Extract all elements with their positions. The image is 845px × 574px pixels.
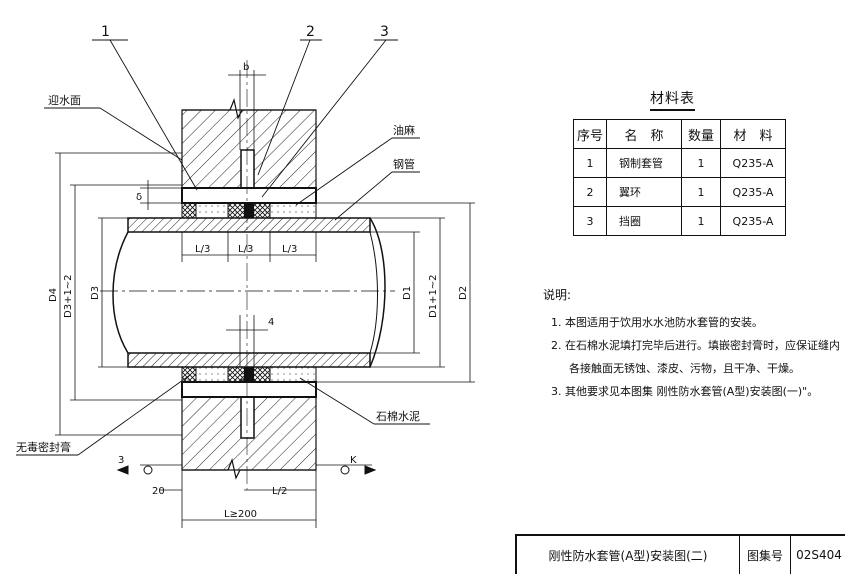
section-k-label: K bbox=[350, 455, 357, 466]
dim-d1-12: D1+1~2 bbox=[428, 274, 439, 318]
steel-pipe bbox=[100, 60, 395, 490]
cell-qty: 1 bbox=[681, 177, 721, 207]
cell-index: 3 bbox=[573, 206, 607, 236]
col-index: 序号 bbox=[573, 119, 607, 149]
cell-index: 2 bbox=[573, 177, 607, 207]
dim-4: 4 bbox=[268, 317, 274, 328]
table-row: 2 翼环 1 Q235-A bbox=[573, 177, 786, 207]
dim-d4: D4 bbox=[48, 288, 59, 302]
note-item: 3. 其他要求见本图集 刚性防水套管(A型)安装图(一)"。 bbox=[551, 385, 819, 398]
dim-l3-3: L/3 bbox=[282, 244, 297, 255]
note-item: 1. 本图适用于饮用水水池防水套管的安装。 bbox=[551, 316, 763, 329]
title-block: 刚性防水套管(A型)安装图(二) 图集号 02S404 bbox=[515, 534, 845, 574]
cell-name: 钢制套管 bbox=[606, 148, 682, 178]
callout-2: 2 bbox=[306, 24, 315, 40]
table-header-row: 序号 名 称 数量 材 料 bbox=[573, 119, 786, 149]
dim-d2: D2 bbox=[458, 286, 469, 300]
dim-d3-12: D3+1~2 bbox=[63, 274, 74, 318]
dim-20: 20 bbox=[152, 486, 165, 497]
callout-3: 3 bbox=[380, 24, 389, 40]
col-name: 名 称 bbox=[606, 119, 682, 149]
dim-l2: L/2 bbox=[272, 486, 287, 497]
sleeve-bottom bbox=[181, 366, 317, 398]
note-item: 2. 在石棉水泥填打完毕后进行。填嵌密封膏时，应保证缝内 bbox=[551, 339, 840, 352]
cell-index: 1 bbox=[573, 148, 607, 178]
drawing-title: 刚性防水套管(A型)安装图(二) bbox=[517, 536, 740, 574]
callout-1: 1 bbox=[101, 24, 110, 40]
sleeve-top bbox=[181, 187, 317, 219]
label-sealant: 无毒密封膏 bbox=[16, 440, 71, 454]
dim-d1: D1 bbox=[402, 286, 413, 300]
notes: 说明: 1. 本图适用于饮用水水池防水套管的安装。 2. 在石棉水泥填打完毕后进… bbox=[543, 284, 840, 403]
label-steel-pipe: 钢管 bbox=[393, 157, 415, 171]
dim-delta: δ bbox=[136, 192, 142, 203]
label-oakum: 油麻 bbox=[393, 123, 415, 137]
atlas-label: 图集号 bbox=[740, 536, 791, 574]
materials-table: 序号 名 称 数量 材 料 1 钢制套管 1 Q235-A 2 翼环 1 Q23… bbox=[573, 119, 786, 236]
dim-d3: D3 bbox=[90, 286, 101, 300]
dim-lmin: L≥200 bbox=[224, 509, 257, 520]
cell-name: 翼环 bbox=[606, 177, 682, 207]
label-water-face: 迎水面 bbox=[48, 94, 81, 107]
cell-qty: 1 bbox=[681, 148, 721, 178]
concrete-wall bbox=[181, 97, 317, 480]
dim-l3-1: L/3 bbox=[195, 244, 210, 255]
cell-qty: 1 bbox=[681, 206, 721, 236]
atlas-code: 02S404 bbox=[796, 548, 842, 562]
dim-l3-2: L/3 bbox=[238, 244, 253, 255]
cell-material: Q235-A bbox=[720, 148, 786, 178]
dim-b: b bbox=[243, 62, 249, 73]
col-material: 材 料 bbox=[720, 119, 786, 149]
cell-material: Q235-A bbox=[720, 177, 786, 207]
dimension-lines bbox=[55, 70, 475, 528]
table-row: 1 钢制套管 1 Q235-A bbox=[573, 148, 786, 178]
materials-title: 材料表 bbox=[650, 88, 695, 111]
note-item-continued: 各接触面无锈蚀、漆皮、污物，且干净、干燥。 bbox=[569, 362, 800, 375]
section-3-label: 3 bbox=[118, 455, 124, 466]
notes-heading: 说明: bbox=[543, 288, 572, 302]
cell-material: Q235-A bbox=[720, 206, 786, 236]
callout-leaders bbox=[16, 39, 430, 456]
table-row: 3 挡圈 1 Q235-A bbox=[573, 206, 786, 236]
section-markers bbox=[116, 465, 377, 475]
label-asbestos-cement: 石棉水泥 bbox=[376, 409, 420, 423]
cell-name: 挡圈 bbox=[606, 206, 682, 236]
col-qty: 数量 bbox=[681, 119, 721, 149]
